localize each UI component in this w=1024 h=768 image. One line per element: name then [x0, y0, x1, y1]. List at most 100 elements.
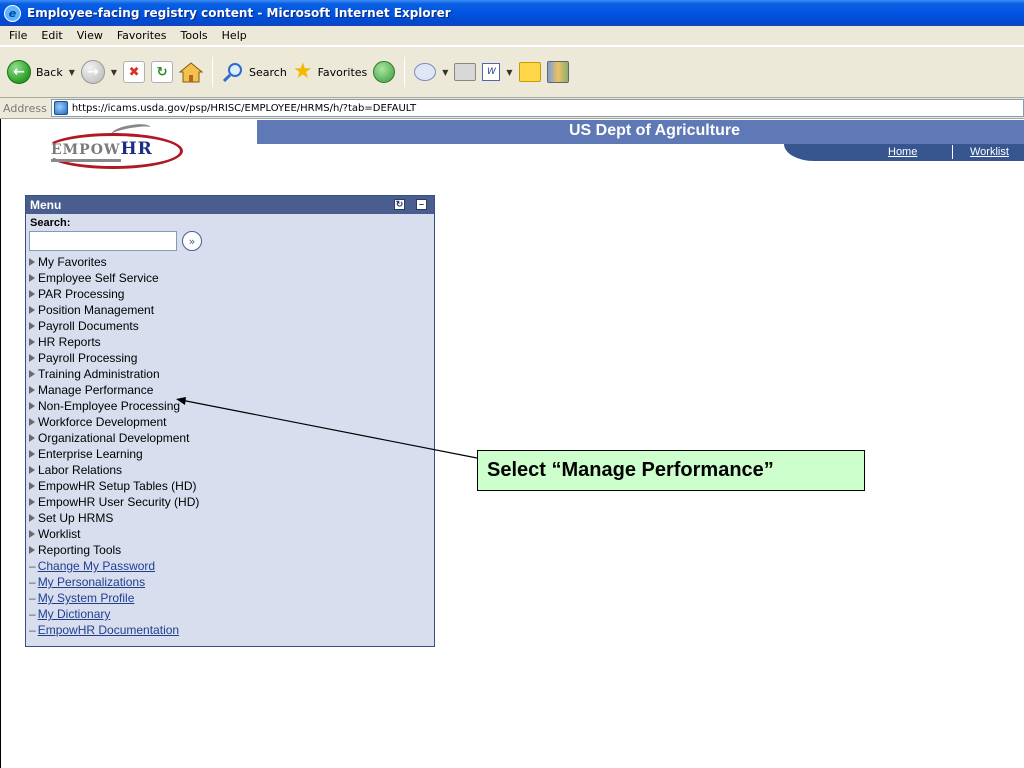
forward-button[interactable]: → ▼	[78, 53, 120, 91]
menu-item[interactable]: Worklist	[29, 526, 434, 542]
menu-item[interactable]: Payroll Documents	[29, 318, 434, 334]
menu-item[interactable]: My Favorites	[29, 254, 434, 270]
browser-toolbar: ← Back ▼ → ▼ ✖ ↻ Search ★ Favorites ▼ W …	[0, 46, 1024, 98]
menu-item[interactable]: Enterprise Learning	[29, 446, 434, 462]
url-text[interactable]: https://icams.usda.gov/psp/HRISC/EMPLOYE…	[71, 102, 417, 114]
menu-search-input[interactable]	[29, 231, 177, 251]
menu-link[interactable]: –My System Profile	[29, 590, 434, 606]
expand-triangle-icon	[29, 546, 35, 554]
research-button[interactable]	[544, 53, 572, 91]
expand-triangle-icon	[29, 354, 35, 362]
page-content: EMPOWHR US Dept of Agriculture Home Work…	[0, 119, 1024, 768]
mail-button[interactable]: ▼	[411, 53, 451, 91]
history-button[interactable]	[370, 53, 398, 91]
home-link[interactable]: Home	[888, 146, 918, 158]
search-icon	[222, 63, 243, 83]
toolbar-separator	[404, 57, 406, 87]
menu-link[interactable]: –My Dictionary	[29, 606, 434, 622]
nav-separator	[952, 145, 953, 159]
menu-favorites[interactable]: Favorites	[116, 29, 167, 42]
menu-item[interactable]: Training Administration	[29, 366, 434, 382]
home-button[interactable]	[176, 53, 206, 91]
menu-item[interactable]: Organizational Development	[29, 430, 434, 446]
search-button[interactable]: Search	[219, 53, 290, 91]
expand-triangle-icon	[29, 418, 35, 426]
back-button[interactable]: ← Back ▼	[4, 53, 78, 91]
back-label: Back	[36, 65, 63, 79]
mail-dropdown-icon[interactable]: ▼	[442, 67, 449, 77]
menu-link-label[interactable]: My System Profile	[37, 591, 135, 605]
menu-item-label: Set Up HRMS	[38, 511, 114, 525]
window-title: Employee-facing registry content - Micro…	[27, 6, 451, 20]
expand-triangle-icon	[29, 402, 35, 410]
refresh-icon: ↻	[151, 61, 174, 83]
expand-triangle-icon	[29, 482, 35, 490]
menu-item-label: Training Administration	[38, 367, 160, 381]
browser-menubar: File Edit View Favorites Tools Help	[0, 26, 1024, 46]
menu-item[interactable]: EmpowHR User Security (HD)	[29, 494, 434, 510]
discuss-button[interactable]	[516, 53, 544, 91]
logo-tagline	[51, 159, 121, 162]
expand-triangle-icon	[29, 322, 35, 330]
menu-item[interactable]: HR Reports	[29, 334, 434, 350]
menu-item[interactable]: Manage Performance	[29, 382, 434, 398]
menu-item[interactable]: PAR Processing	[29, 286, 434, 302]
menu-item-label: HR Reports	[38, 335, 101, 349]
refresh-button[interactable]: ↻	[148, 53, 176, 91]
menu-item[interactable]: EmpowHR Setup Tables (HD)	[29, 478, 434, 494]
menu-item-label: Non-Employee Processing	[38, 399, 181, 413]
expand-triangle-icon	[29, 306, 35, 314]
expand-triangle-icon	[29, 514, 35, 522]
stop-icon: ✖	[123, 61, 146, 83]
menu-item[interactable]: Position Management	[29, 302, 434, 318]
menu-item-label: Position Management	[38, 303, 155, 317]
menu-link-label[interactable]: My Dictionary	[37, 607, 111, 621]
favorites-label: Favorites	[317, 65, 368, 79]
menu-view[interactable]: View	[76, 29, 103, 42]
menu-link-label[interactable]: EmpowHR Documentation	[37, 623, 180, 637]
back-dropdown-icon[interactable]: ▼	[68, 67, 75, 77]
menu-item[interactable]: Non-Employee Processing	[29, 398, 434, 414]
mail-icon	[414, 63, 437, 81]
worklist-link[interactable]: Worklist	[970, 146, 1009, 158]
edit-word-button[interactable]: W ▼	[479, 53, 515, 91]
word-icon: W	[482, 63, 501, 81]
menu-link[interactable]: –My Personalizations	[29, 574, 434, 590]
menu-item-label: My Favorites	[38, 255, 107, 269]
refresh-portlet-icon[interactable]: ↻	[394, 199, 405, 210]
logo-text: EMPOWHR	[51, 139, 153, 159]
menu-item[interactable]: Set Up HRMS	[29, 510, 434, 526]
favorites-button[interactable]: ★ Favorites	[290, 53, 370, 91]
menu-edit[interactable]: Edit	[41, 29, 63, 42]
menu-link-label[interactable]: Change My Password	[37, 559, 156, 573]
menu-link[interactable]: –EmpowHR Documentation	[29, 622, 434, 638]
menu-item-label: Enterprise Learning	[38, 447, 143, 461]
search-label: Search	[249, 65, 287, 79]
menu-item[interactable]: Reporting Tools	[29, 542, 434, 558]
forward-dropdown-icon[interactable]: ▼	[110, 67, 118, 77]
forward-arrow-icon: →	[80, 60, 105, 84]
menu-link[interactable]: –Change My Password	[29, 558, 434, 574]
menu-item[interactable]: Labor Relations	[29, 462, 434, 478]
menu-item-label: Payroll Documents	[38, 319, 139, 333]
menu-item-label: Employee Self Service	[38, 271, 159, 285]
home-icon	[179, 61, 204, 83]
search-go-icon[interactable]: »	[182, 231, 202, 251]
menu-item[interactable]: Payroll Processing	[29, 350, 434, 366]
link-dash-icon: –	[29, 559, 36, 573]
print-button[interactable]	[451, 53, 479, 91]
menu-item[interactable]: Workforce Development	[29, 414, 434, 430]
expand-triangle-icon	[29, 434, 35, 442]
minimize-portlet-icon[interactable]: –	[416, 199, 427, 210]
menu-help[interactable]: Help	[221, 29, 247, 42]
edit-dropdown-icon[interactable]: ▼	[506, 67, 513, 77]
stop-button[interactable]: ✖	[120, 53, 148, 91]
menu-tools[interactable]: Tools	[180, 29, 208, 42]
menu-file[interactable]: File	[9, 29, 28, 42]
menu-link-label[interactable]: My Personalizations	[37, 575, 146, 589]
menu-item[interactable]: Employee Self Service	[29, 270, 434, 286]
expand-triangle-icon	[29, 498, 35, 506]
address-field[interactable]: https://icams.usda.gov/psp/HRISC/EMPLOYE…	[50, 99, 1024, 117]
expand-triangle-icon	[29, 290, 35, 298]
menu-item-label: Reporting Tools	[38, 543, 122, 557]
